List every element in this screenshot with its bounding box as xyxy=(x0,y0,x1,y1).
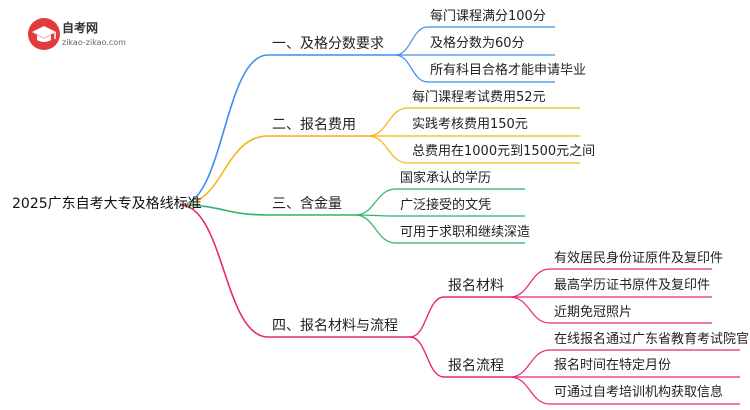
link-leaf-process-2 xyxy=(509,376,551,405)
link-leaf-2-0 xyxy=(367,107,409,137)
leaf-recognized: 国家承认的学历 xyxy=(400,171,492,186)
link-leaf-2-2 xyxy=(367,135,409,164)
leaf-online-signup: 在线报名通过广东省教育考试院官网 xyxy=(554,332,750,347)
leaf-full-score: 每门课程满分100分 xyxy=(430,9,546,24)
link-root-branch-2 xyxy=(179,135,269,206)
leaf-pass-mark: 及格分数为60分 xyxy=(430,36,525,51)
leaf-total-fee: 总费用在1000元到1500元之间 xyxy=(412,144,596,159)
link-group-process xyxy=(409,336,445,378)
graduation-cap-icon xyxy=(28,18,60,50)
link-group-materials xyxy=(409,296,445,338)
group-materials: 报名材料 xyxy=(448,278,504,294)
logo-url: zikao-zikao.com xyxy=(62,38,126,47)
leaf-signup-time: 报名时间在特定月份 xyxy=(554,358,672,373)
leaf-diploma: 最高学历证书原件及复印件 xyxy=(554,278,711,293)
leaf-photo: 近期免冠照片 xyxy=(554,305,633,320)
leaf-job-study: 可用于求职和继续深造 xyxy=(400,225,531,240)
leaf-exam-fee: 每门课程考试费用52元 xyxy=(412,90,546,105)
group-process: 报名流程 xyxy=(448,358,504,374)
link-root-branch-4 xyxy=(179,204,269,338)
branch-fees: 二、报名费用 xyxy=(272,117,356,133)
link-leaf-process-0 xyxy=(509,349,551,378)
leaf-training-info: 可通过自考培训机构获取信息 xyxy=(554,385,724,400)
root-node: 2025广东自考大专及格线标准 xyxy=(12,196,202,212)
link-leaf-materials-2 xyxy=(509,296,551,324)
leaf-all-pass: 所有科目合格才能申请毕业 xyxy=(430,63,587,78)
leaf-accepted: 广泛接受的文凭 xyxy=(400,198,492,213)
link-root-branch-3 xyxy=(179,204,269,216)
leaf-id-card: 有效居民身份证原件及复印件 xyxy=(554,251,724,266)
link-leaf-materials-0 xyxy=(509,268,551,298)
link-leaf-3-2 xyxy=(354,214,397,244)
branch-value: 三、含金量 xyxy=(272,196,342,212)
logo-name: 自考网 xyxy=(62,21,99,35)
site-logo xyxy=(26,16,166,52)
link-root-branch-1 xyxy=(179,54,269,206)
leaf-practice-fee: 实践考核费用150元 xyxy=(412,117,528,132)
branch-pass-score: 一、及格分数要求 xyxy=(272,36,384,52)
link-leaf-1-0 xyxy=(394,26,429,56)
link-leaf-3-0 xyxy=(354,188,397,216)
link-leaf-1-2 xyxy=(394,54,429,83)
branch-materials-process: 四、报名材料与流程 xyxy=(272,318,398,334)
